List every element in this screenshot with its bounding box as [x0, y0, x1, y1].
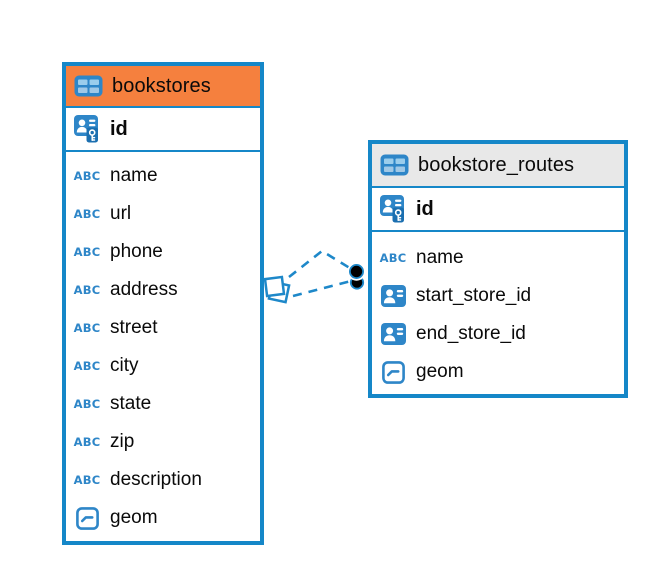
relationship-dot-marker[interactable]: [347, 262, 366, 290]
header-divider: [372, 186, 624, 188]
column-row[interactable]: ABC state: [66, 385, 260, 423]
column-label: geom: [110, 507, 158, 528]
column-label: end_store_id: [416, 323, 526, 344]
field-list: ABC name start_store_id: [372, 232, 624, 395]
header-divider: [66, 106, 260, 108]
field-list: ABC name ABC url ABC phone ABC address A…: [66, 152, 260, 541]
text-type-icon: ABC: [379, 251, 407, 265]
text-type-icon: ABC: [73, 321, 101, 335]
column-label: name: [416, 247, 464, 268]
column-row[interactable]: ABC description: [66, 461, 260, 499]
table-grid-icon: [73, 75, 103, 97]
text-type-icon: ABC: [73, 207, 101, 221]
column-label: start_store_id: [416, 285, 532, 306]
column-row[interactable]: start_store_id: [372, 277, 624, 315]
geometry-segment-icon: [72, 506, 102, 530]
text-type-icon: ABC: [73, 169, 101, 183]
text-type-icon: ABC: [73, 435, 101, 449]
column-label: id: [110, 117, 128, 140]
column-row[interactable]: ABC city: [66, 347, 260, 385]
column-label: description: [110, 469, 202, 490]
text-type-icon: ABC: [73, 473, 101, 487]
text-type-icon: ABC: [73, 283, 101, 297]
column-row[interactable]: ABC url: [66, 195, 260, 233]
column-row[interactable]: end_store_id: [372, 315, 624, 353]
column-label: geom: [416, 361, 464, 382]
person-key-icon: [72, 114, 102, 144]
column-label: address: [110, 279, 178, 300]
table-grid-icon: [379, 154, 409, 176]
column-row[interactable]: ABC name: [66, 157, 260, 195]
column-label: state: [110, 393, 152, 414]
column-row-pk[interactable]: id: [372, 188, 624, 230]
column-label: street: [110, 317, 158, 338]
text-type-icon: ABC: [73, 245, 101, 259]
entity-table-bookstore-routes[interactable]: bookstore_routes id ABC: [368, 140, 628, 398]
table-header-bookstores[interactable]: bookstores: [66, 66, 260, 106]
column-row[interactable]: ABC phone: [66, 233, 260, 271]
column-row[interactable]: ABC address: [66, 271, 260, 309]
column-row[interactable]: ABC name: [372, 239, 624, 277]
column-label: url: [110, 203, 132, 224]
table-title: bookstores: [112, 74, 211, 97]
pk-divider: [372, 230, 624, 232]
person-badge-icon: [378, 323, 408, 345]
pk-divider: [66, 150, 260, 152]
column-label: phone: [110, 241, 163, 262]
person-key-icon: [378, 194, 408, 224]
column-row[interactable]: geom: [372, 353, 624, 391]
column-label: name: [110, 165, 158, 186]
relationship-line[interactable]: [288, 249, 354, 279]
text-type-icon: ABC: [73, 397, 101, 411]
column-row-pk[interactable]: id: [66, 108, 260, 150]
relationship-line[interactable]: [292, 279, 352, 298]
geometry-segment-icon: [378, 360, 408, 384]
entity-table-bookstores[interactable]: bookstores id ABC nam: [62, 62, 264, 545]
column-row[interactable]: ABC zip: [66, 423, 260, 461]
text-type-icon: ABC: [73, 359, 101, 373]
column-row[interactable]: geom: [66, 499, 260, 537]
relationship-square-marker[interactable]: [263, 275, 291, 304]
column-label: id: [416, 197, 434, 220]
table-title: bookstore_routes: [418, 153, 575, 176]
table-header-bookstore-routes[interactable]: bookstore_routes: [372, 144, 624, 186]
person-badge-icon: [378, 285, 408, 307]
column-label: zip: [110, 431, 135, 452]
column-row[interactable]: ABC street: [66, 309, 260, 347]
column-label: city: [110, 355, 139, 376]
